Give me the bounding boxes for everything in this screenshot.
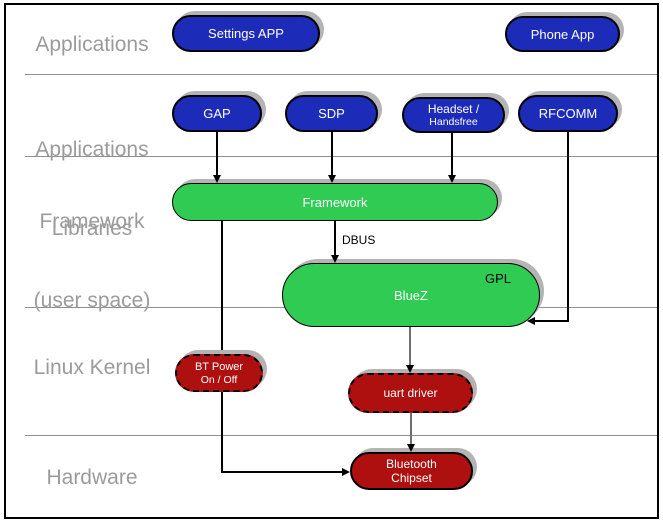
arrowhead-right-chipset-icon xyxy=(342,467,350,476)
row-label-line: Applications xyxy=(35,138,149,161)
node-label: BlueZ xyxy=(394,287,428,303)
row-label-applications: Applications xyxy=(35,33,149,56)
node-sdp: SDP xyxy=(285,95,378,132)
row-label-linux-kernel: Linux Kernel xyxy=(33,356,151,379)
layer-divider-2 xyxy=(25,156,657,157)
node-label-line1: BT Power xyxy=(194,360,244,373)
gpl-badge: GPL xyxy=(484,271,511,286)
node-phone-app: Phone App xyxy=(505,16,620,52)
row-label-line: Framework xyxy=(39,210,145,233)
diagram-frame xyxy=(4,3,659,519)
edge-btpower-to-chipset-horizontal xyxy=(222,471,343,473)
edge-rfcomm-to-bluez-horizontal xyxy=(535,320,568,322)
node-uart-driver: uart driver xyxy=(348,373,473,413)
edge-framework-to-btpower-vertical xyxy=(221,221,223,473)
layer-divider-1 xyxy=(25,74,657,75)
arrowhead-left-bluez-icon xyxy=(527,316,535,325)
arrowhead-down-dbus-icon xyxy=(330,255,339,263)
row-label-line: (user space) xyxy=(33,289,151,312)
edge-bluez-to-uart xyxy=(409,327,411,366)
node-label: RFCOMM xyxy=(538,106,598,121)
node-rfcomm: RFCOMM xyxy=(518,95,618,132)
node-label: SDP xyxy=(318,106,345,121)
node-framework: Framework xyxy=(172,183,498,221)
edge-framework-to-bluez-dbus xyxy=(334,221,336,256)
dbus-edge-label: DBUS xyxy=(342,233,376,247)
node-gap: GAP xyxy=(172,95,262,132)
edge-gap-to-framework xyxy=(216,132,218,176)
node-label-line2: On / Off xyxy=(200,373,238,386)
edge-rfcomm-to-bluez-vertical xyxy=(567,132,569,322)
node-label: GAP xyxy=(203,106,231,121)
node-label-line2: Chipset xyxy=(391,471,432,485)
node-label-line1: Bluetooth xyxy=(386,457,437,471)
arrowhead-down-headset-icon xyxy=(447,175,456,183)
node-bt-power: BT Power On / Off xyxy=(175,354,263,392)
node-label: uart driver xyxy=(383,386,438,400)
arrowhead-down-chipset-icon xyxy=(406,444,415,452)
node-settings-app: Settings APP xyxy=(172,15,320,52)
arrowhead-down-uart-icon xyxy=(405,365,414,373)
arrowhead-down-sdp-icon xyxy=(327,175,336,183)
arrowhead-down-gap-icon xyxy=(212,175,221,183)
node-bluez: GPL BlueZ xyxy=(282,263,540,327)
row-label-line: Libraries xyxy=(51,217,133,240)
node-label-line1: Headset / xyxy=(427,102,480,116)
row-label-applications-framework: Applications Framework xyxy=(16,90,168,282)
node-bluetooth-chipset: Bluetooth Chipset xyxy=(350,452,473,490)
row-label-hardware: Hardware xyxy=(46,466,138,489)
node-headset-handsfree: Headset / Handsfree xyxy=(402,97,505,133)
node-label-line2: Handsfree xyxy=(429,116,478,128)
edge-sdp-to-framework xyxy=(331,132,333,176)
edge-headset-to-framework xyxy=(451,132,453,176)
node-label: Framework xyxy=(302,194,368,210)
layer-divider-4 xyxy=(25,435,657,436)
edge-uart-to-chipset xyxy=(410,413,412,445)
node-label: Phone App xyxy=(530,26,595,42)
row-label-libraries: Libraries (user space) xyxy=(16,169,168,361)
node-label: Settings APP xyxy=(208,26,284,41)
